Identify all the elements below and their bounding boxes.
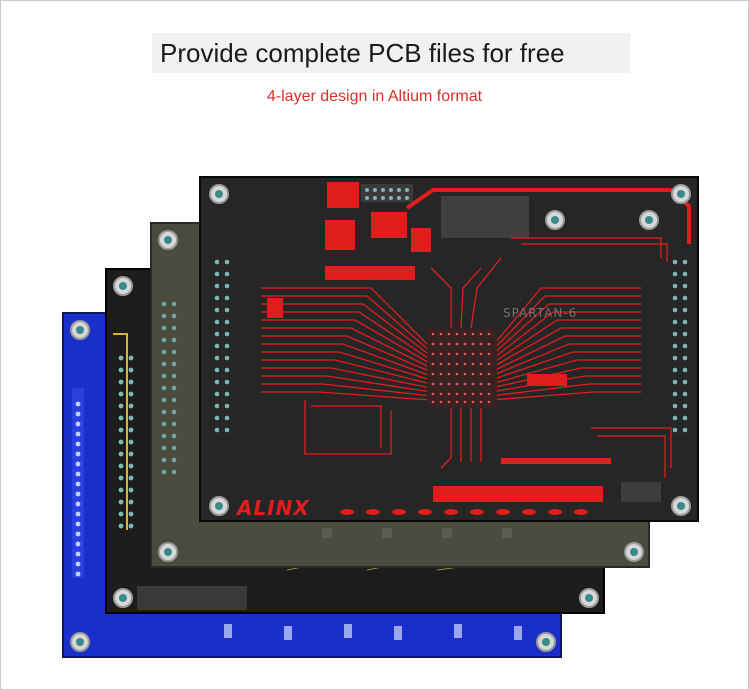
black-layer-artwork	[113, 333, 468, 610]
fpga-silkscreen-label: SPARTAN-6	[503, 306, 578, 320]
mounting-hole-1	[536, 632, 556, 652]
mounting-hole-1	[671, 496, 691, 516]
mounting-hole-0	[158, 542, 178, 562]
mounting-hole-0	[209, 496, 229, 516]
mounting-hole-0	[70, 632, 90, 652]
pcb-layer-top: SPARTAN-6 ALINX	[199, 176, 699, 522]
alinx-logo: ALINX	[237, 496, 310, 520]
page-subtitle: 4-layer design in Altium format	[266, 88, 483, 105]
mounting-hole-0	[113, 588, 133, 608]
top-layer-artwork	[214, 182, 691, 515]
mounting-hole-2	[671, 184, 691, 204]
mounting-hole-1	[579, 588, 599, 608]
olive-layer-artwork	[161, 301, 512, 538]
mounting-hole-3	[158, 230, 178, 250]
page-title: Provide complete PCB files for free	[152, 33, 630, 73]
mounting-hole-16	[639, 210, 659, 230]
mounting-hole-17	[545, 210, 565, 230]
mounting-hole-3	[209, 184, 229, 204]
mounting-hole-3	[70, 320, 90, 340]
mounting-hole-3	[113, 276, 133, 296]
mounting-hole-1	[624, 542, 644, 562]
